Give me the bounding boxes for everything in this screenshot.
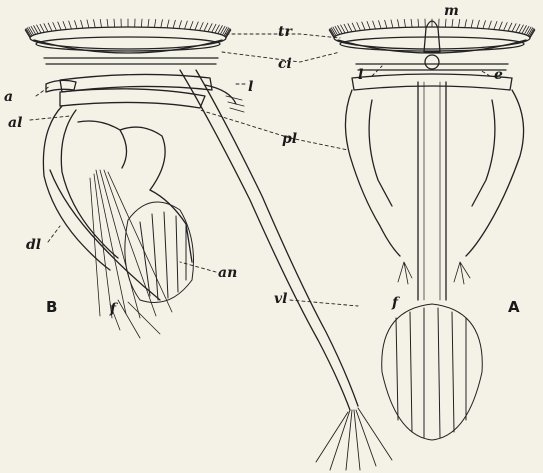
label-dl: dl [26, 238, 41, 252]
label-l-a: l [358, 68, 363, 82]
cilium [352, 23, 356, 31]
panel-label-b: B [46, 300, 57, 315]
label-an: an [218, 266, 237, 280]
left-lobe-a [345, 90, 400, 256]
cilium [190, 21, 193, 29]
cilium [477, 20, 479, 28]
postoral-arm-pl-a-right [472, 100, 495, 206]
cilium [404, 19, 405, 27]
cilium [167, 20, 169, 28]
cilium [373, 21, 376, 29]
cilium [173, 20, 175, 28]
cilium [445, 19, 446, 27]
cilium [226, 29, 231, 37]
cilium [508, 23, 512, 31]
cilium [141, 19, 142, 27]
cilium [63, 21, 66, 29]
cilium [200, 22, 204, 30]
label-m: m [444, 4, 459, 18]
label-l-b: l [248, 80, 253, 94]
figure-b-larva [25, 19, 392, 470]
label-a: a [4, 90, 13, 104]
cilium [44, 24, 48, 32]
collar-band-a [352, 74, 512, 90]
cilium [344, 24, 348, 32]
postoral-arm-pl-b [180, 70, 350, 410]
cilium [208, 24, 212, 32]
oesophagus-a [425, 55, 439, 69]
cilium [411, 19, 412, 27]
cilium [179, 21, 182, 29]
cilium [362, 22, 365, 30]
cilium [483, 21, 486, 29]
spiny-tip-b [316, 408, 392, 470]
label-tr: tr [278, 25, 292, 39]
label-al: al [8, 116, 22, 130]
cilium [100, 19, 101, 27]
cilium [148, 19, 149, 27]
cilium [69, 21, 72, 29]
ciliary-bulb-a [382, 304, 483, 440]
cilium [379, 21, 382, 29]
label-e: e [494, 68, 503, 82]
cilium [81, 20, 83, 28]
cilium [114, 19, 115, 27]
postoral-arm-pl-a-left [369, 100, 392, 206]
cilium [385, 20, 387, 28]
cilium [489, 21, 492, 29]
anal-ciliary-fan-b [125, 202, 194, 303]
leader-lines [30, 34, 490, 306]
central-rod-a [418, 82, 446, 300]
cilium [58, 22, 61, 30]
trochal-disc-b [25, 19, 231, 53]
cilium [458, 19, 459, 27]
cilium [94, 20, 96, 28]
cilium [418, 19, 419, 27]
cilium [185, 21, 188, 29]
cilium [367, 21, 370, 29]
cilium [48, 23, 52, 31]
cilium [530, 29, 535, 37]
cilium [348, 24, 352, 32]
panel-label-a: A [508, 300, 520, 315]
ciliated-band-b [44, 58, 218, 64]
label-ci: ci [278, 57, 292, 71]
cilium [391, 20, 393, 28]
cilium [154, 19, 155, 27]
cilium [40, 24, 44, 32]
cilium [75, 21, 78, 29]
cilium [212, 24, 216, 32]
cilium [398, 20, 400, 28]
trochal-disc-a [329, 19, 535, 53]
label-f-a: f [392, 296, 398, 310]
cilium [465, 20, 467, 28]
cilium [357, 22, 361, 30]
cilium [107, 19, 108, 27]
cilium [329, 29, 334, 37]
label-pl: pl [282, 132, 297, 146]
cilium [87, 20, 89, 28]
cilium [494, 21, 497, 29]
cilium [195, 22, 198, 30]
cilium [53, 22, 57, 30]
cilium [516, 24, 520, 32]
cilium [25, 29, 30, 37]
cilium [471, 20, 473, 28]
label-vl: vl [274, 292, 287, 306]
cilium [204, 23, 208, 31]
cilium [499, 22, 502, 30]
cilium [512, 24, 516, 32]
cilium [161, 20, 163, 28]
cilium [504, 22, 508, 30]
label-f-b: f [110, 302, 116, 316]
cilium [452, 19, 453, 27]
